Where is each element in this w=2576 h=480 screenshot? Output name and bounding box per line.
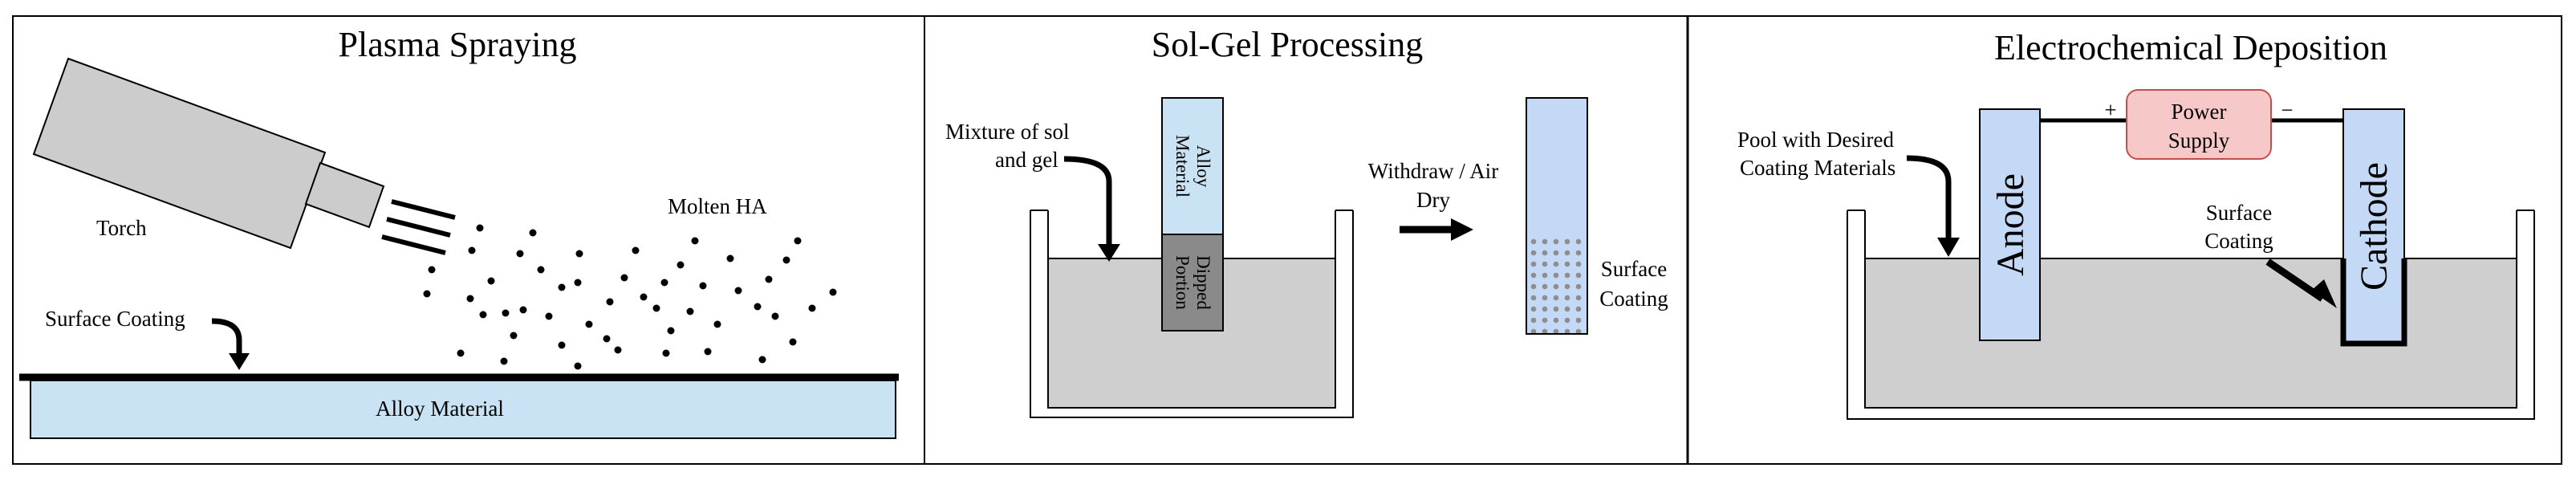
torch-label: Torch <box>96 216 147 240</box>
dipped-label-line2: Portion <box>1172 255 1193 310</box>
surface-coating-arrow <box>2265 258 2325 302</box>
power-supply-label-line2: Supply <box>2168 128 2230 153</box>
pool-label-line2: Coating Materials <box>1740 156 1895 180</box>
cathode-coating <box>2340 258 2407 347</box>
surface-coating-label-line1: Surface <box>2206 201 2272 225</box>
sol-gel-tank <box>1030 210 1354 418</box>
panel-plasma-spraying: Plasma Spraying Torch <box>19 25 899 439</box>
panel-electrochemical: Electrochemical Deposition Pool with Des… <box>1737 28 2535 420</box>
negative-terminal-label: − <box>2281 98 2293 122</box>
surface-coating-label-line2: Coating <box>2204 229 2273 253</box>
molten-ha-label: Molten HA <box>668 194 767 218</box>
mixture-arrow <box>1063 156 1112 247</box>
panel-sol-gel: Sol-Gel Processing Mixture of sol and ge… <box>945 25 1668 418</box>
positive-terminal-label: + <box>2104 98 2116 122</box>
alloy-rod <box>1161 97 1224 235</box>
cathode <box>2342 108 2405 344</box>
anode <box>1979 108 2041 341</box>
withdraw-label-line1: Withdraw / Air <box>1368 159 1498 183</box>
pool-label-line1: Pool with Desired <box>1737 128 1894 152</box>
alloy-substrate <box>30 380 896 439</box>
mixture-label-line1: Mixture of sol <box>945 120 1070 144</box>
coating-dots <box>1527 234 1587 333</box>
sol-gel-liquid <box>1047 258 1336 409</box>
pool-arrow <box>1906 155 1952 241</box>
alloy-rod-label-line1: Alloy <box>1193 145 1213 188</box>
anode-label: Anode <box>1989 173 2032 276</box>
molten-particles <box>423 224 837 370</box>
coated-label-line2: Coating <box>1599 287 1668 311</box>
panel-title: Electrochemical Deposition <box>1994 28 2387 67</box>
electro-tank <box>1847 210 2535 420</box>
dipped-portion <box>1161 234 1224 332</box>
panel-title: Plasma Spraying <box>339 25 577 64</box>
power-supply-label-line1: Power <box>2172 100 2227 124</box>
panel-title: Sol-Gel Processing <box>1152 25 1424 64</box>
surface-coating-arrow <box>211 318 242 358</box>
figure-frame <box>12 15 2562 465</box>
dipped-label-line1: Dipped <box>1193 255 1213 310</box>
withdraw-label-line2: Dry <box>1416 188 1450 212</box>
mixture-label-line2: and gel <box>995 148 1058 172</box>
surface-coating-label: Surface Coating <box>45 307 185 331</box>
coated-label-line1: Surface <box>1601 257 1667 281</box>
alloy-rod-label-line2: Material <box>1172 135 1193 197</box>
electro-liquid <box>1864 258 2517 409</box>
torch <box>32 57 456 255</box>
cathode-label: Cathode <box>2353 162 2395 291</box>
alloy-material-label: Alloy Material <box>376 397 504 421</box>
power-supply <box>2126 89 2272 160</box>
